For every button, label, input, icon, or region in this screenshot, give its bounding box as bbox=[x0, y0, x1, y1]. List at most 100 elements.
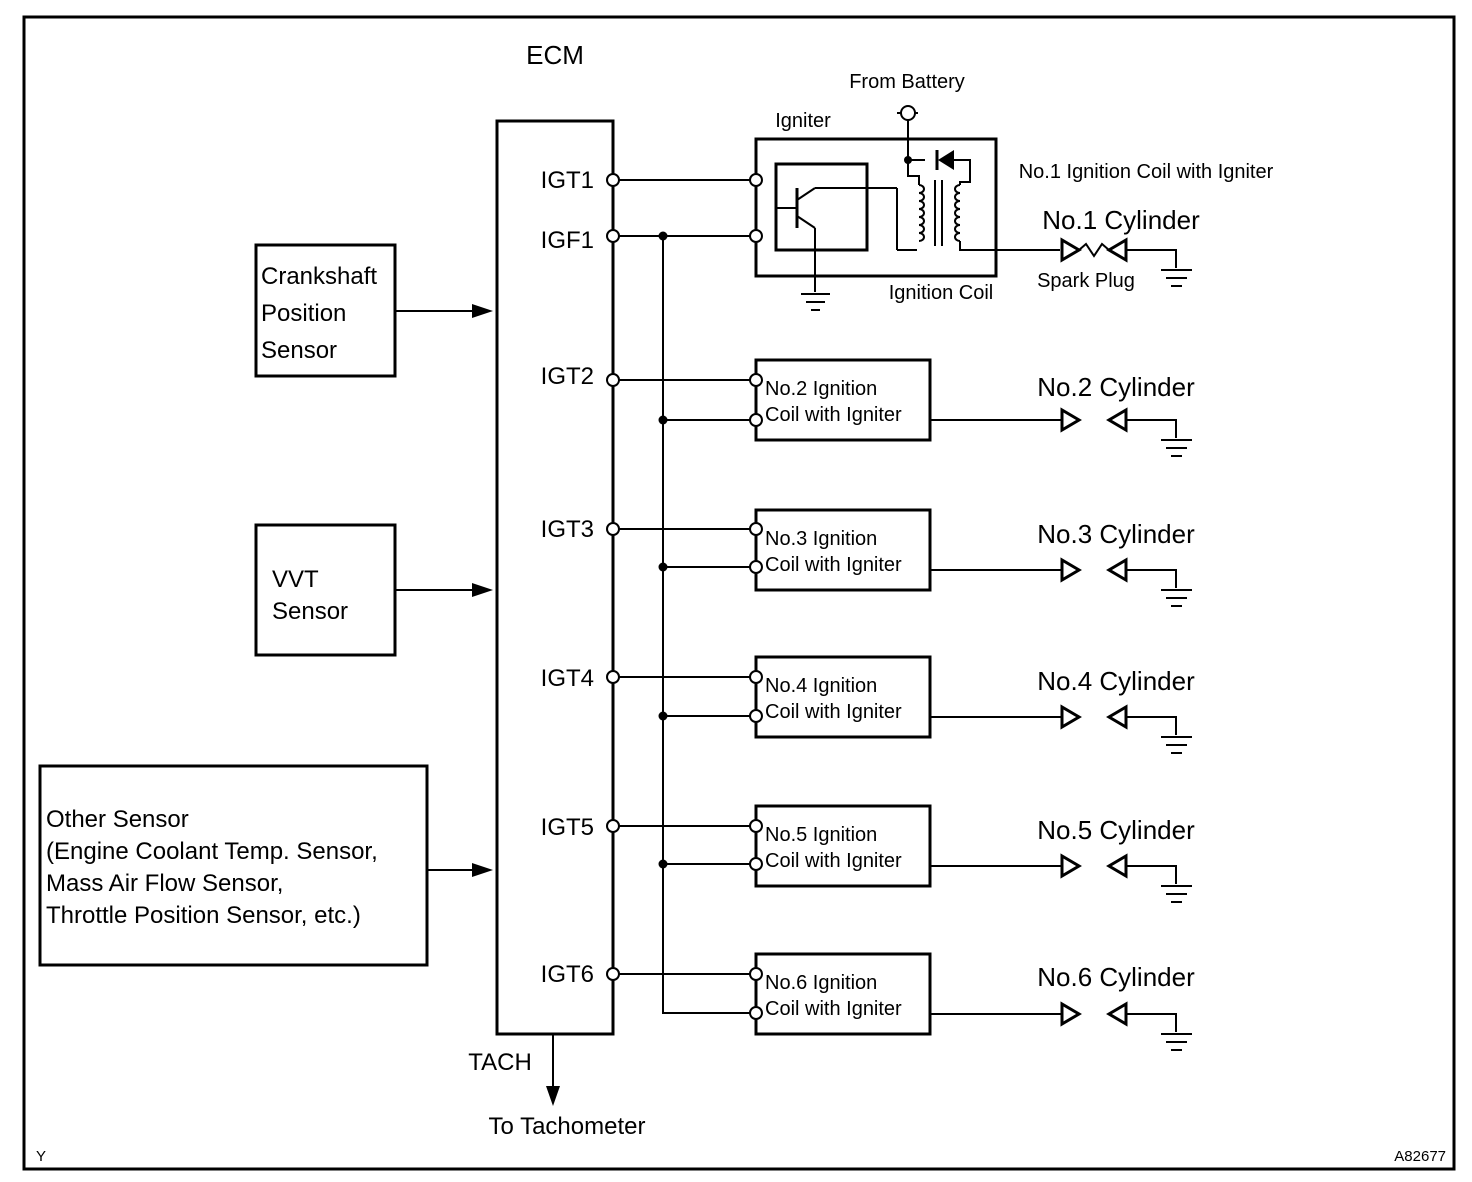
coil-3-igf-terminal bbox=[749, 560, 763, 574]
ecm-terminal-igf1: IGF1 bbox=[541, 227, 594, 254]
coil-4-label-2: Coil with Igniter bbox=[765, 701, 902, 723]
cylinder-3-electrode-left bbox=[1060, 557, 1082, 583]
igniter-label: Igniter bbox=[775, 110, 831, 132]
ecm-pin-igt6 bbox=[606, 967, 620, 981]
tach-label: TACH bbox=[468, 1049, 532, 1076]
coil-5-label-2: Coil with Igniter bbox=[765, 850, 902, 872]
coil-3-box bbox=[754, 508, 932, 592]
ecm-pin-igt4 bbox=[606, 670, 620, 684]
ecm-pin-igt3 bbox=[606, 522, 620, 536]
vvt-signal-arrow bbox=[472, 583, 493, 597]
cylinder-5-label: No.5 Cylinder bbox=[1037, 815, 1195, 845]
coil-2-box bbox=[754, 358, 932, 442]
ecm-pin-igt2 bbox=[606, 373, 620, 387]
corner-mark-left: Y bbox=[36, 1148, 46, 1165]
cylinder-1-ground-wire bbox=[1126, 249, 1177, 268]
cylinder-2-electrode-left bbox=[1060, 407, 1082, 433]
coil-3-label-1: No.3 Ignition bbox=[765, 528, 877, 550]
coil-5-igt-terminal bbox=[749, 819, 763, 833]
secondary-feed-wire bbox=[954, 159, 971, 185]
secondary-winding-icon bbox=[954, 184, 961, 242]
coil-2-igf-terminal bbox=[749, 413, 763, 427]
coil-2-igt-terminal bbox=[749, 373, 763, 387]
primary-feed-wire bbox=[907, 160, 920, 185]
coil-6-igt-terminal bbox=[749, 967, 763, 981]
tach-arrow bbox=[546, 1086, 560, 1106]
spark-plug-electrode-right bbox=[1106, 237, 1128, 263]
coil-4-box bbox=[754, 655, 932, 739]
other-sensor-label-2: (Engine Coolant Temp. Sensor, bbox=[46, 838, 378, 865]
cylinder-5-ground-icon bbox=[1161, 885, 1192, 903]
cylinder-6-label: No.6 Cylinder bbox=[1037, 962, 1195, 992]
crankshaft-sensor-label-1: Crankshaft bbox=[261, 263, 377, 290]
coil-2-label-1: No.2 Ignition bbox=[765, 378, 877, 400]
spark-plug-electrode-left bbox=[1060, 237, 1082, 263]
igniter-ground-icon bbox=[801, 293, 830, 311]
cylinder-3-ground-icon bbox=[1161, 589, 1192, 607]
tach-destination: To Tachometer bbox=[489, 1113, 646, 1140]
crankshaft-sensor-label-3: Sensor bbox=[261, 337, 337, 364]
other-sensor-label-3: Mass Air Flow Sensor, bbox=[46, 870, 283, 897]
cylinder-4-ground-icon bbox=[1161, 736, 1192, 754]
cylinder-6-electrode-right bbox=[1106, 1001, 1128, 1027]
coil-6-igf-terminal bbox=[749, 1006, 763, 1020]
other-signal-arrow bbox=[472, 863, 493, 877]
spark-icon bbox=[1078, 242, 1110, 258]
igf-junction-dot-4 bbox=[658, 711, 668, 721]
from-battery-label: From Battery bbox=[849, 71, 965, 93]
igf-junction-dot-5 bbox=[658, 859, 668, 869]
crankshaft-signal-arrow bbox=[472, 304, 493, 318]
coil-4-igf-terminal bbox=[749, 709, 763, 723]
cylinder-6-ground-icon bbox=[1161, 1033, 1192, 1051]
coil-5-igf-terminal bbox=[749, 857, 763, 871]
cylinder-3-label: No.3 Cylinder bbox=[1037, 519, 1195, 549]
cylinder-2-ground-wire bbox=[1126, 419, 1177, 438]
cylinder-4-electrode-right bbox=[1106, 704, 1128, 730]
ecm-terminals bbox=[606, 173, 620, 981]
ecm-pin-igf1 bbox=[606, 229, 620, 243]
coil-3-label-2: Coil with Igniter bbox=[765, 554, 902, 576]
diagram-frame bbox=[22, 15, 1456, 1171]
ecm-terminal-igt1: IGT1 bbox=[541, 167, 594, 194]
cylinder-1-ground-icon bbox=[1161, 269, 1192, 287]
ecm-terminal-igt5: IGT5 bbox=[541, 814, 594, 841]
coil-3-igt-terminal bbox=[749, 522, 763, 536]
cylinder-5-electrode-right bbox=[1106, 853, 1128, 879]
spark-plug-label: Spark Plug bbox=[1037, 270, 1135, 292]
ecm-terminal-igt2: IGT2 bbox=[541, 363, 594, 390]
transistor-collector bbox=[796, 187, 816, 201]
vvt-sensor-label-2: Sensor bbox=[272, 598, 348, 625]
ignition-coil-label: Ignition Coil bbox=[889, 282, 994, 304]
coil-4-label-1: No.4 Ignition bbox=[765, 675, 877, 697]
crankshaft-sensor-label-2: Position bbox=[261, 300, 346, 327]
cylinder-3-electrode-right bbox=[1106, 557, 1128, 583]
ecm-terminal-igt6: IGT6 bbox=[541, 961, 594, 988]
coil1-igt-terminal bbox=[749, 173, 763, 187]
ecm-pin-igt5 bbox=[606, 819, 620, 833]
ecm-pin-igt1 bbox=[606, 173, 620, 187]
vvt-sensor-label-1: VVT bbox=[272, 566, 319, 593]
cylinder-2-ground-icon bbox=[1161, 439, 1192, 457]
battery-terminal bbox=[900, 105, 916, 121]
coil1-title: No.1 Ignition Coil with Igniter bbox=[1019, 161, 1274, 183]
other-sensor-label-1: Other Sensor bbox=[46, 806, 189, 833]
cylinder-6-electrode-left bbox=[1060, 1001, 1082, 1027]
diode-icon bbox=[938, 150, 954, 170]
other-sensor-label-4: Throttle Position Sensor, etc.) bbox=[46, 902, 361, 929]
ecm-label: ECM bbox=[526, 40, 584, 70]
coil1-box bbox=[754, 137, 998, 278]
cylinder-4-ground-wire bbox=[1126, 716, 1177, 735]
corner-mark-right: A82677 bbox=[1394, 1148, 1446, 1165]
coil-6-label-2: Coil with Igniter bbox=[765, 998, 902, 1020]
ecm-terminal-igt4: IGT4 bbox=[541, 665, 594, 692]
igf-junction-dot-3 bbox=[658, 562, 668, 572]
coil1-output-wire bbox=[959, 241, 1060, 251]
cylinder-4-electrode-left bbox=[1060, 704, 1082, 730]
cylinder-5-ground-wire bbox=[1126, 865, 1177, 884]
coil-5-label-1: No.5 Ignition bbox=[765, 824, 877, 846]
coil-4-igt-terminal bbox=[749, 670, 763, 684]
coil-6-box bbox=[754, 952, 932, 1036]
ecm-block bbox=[495, 119, 615, 1036]
